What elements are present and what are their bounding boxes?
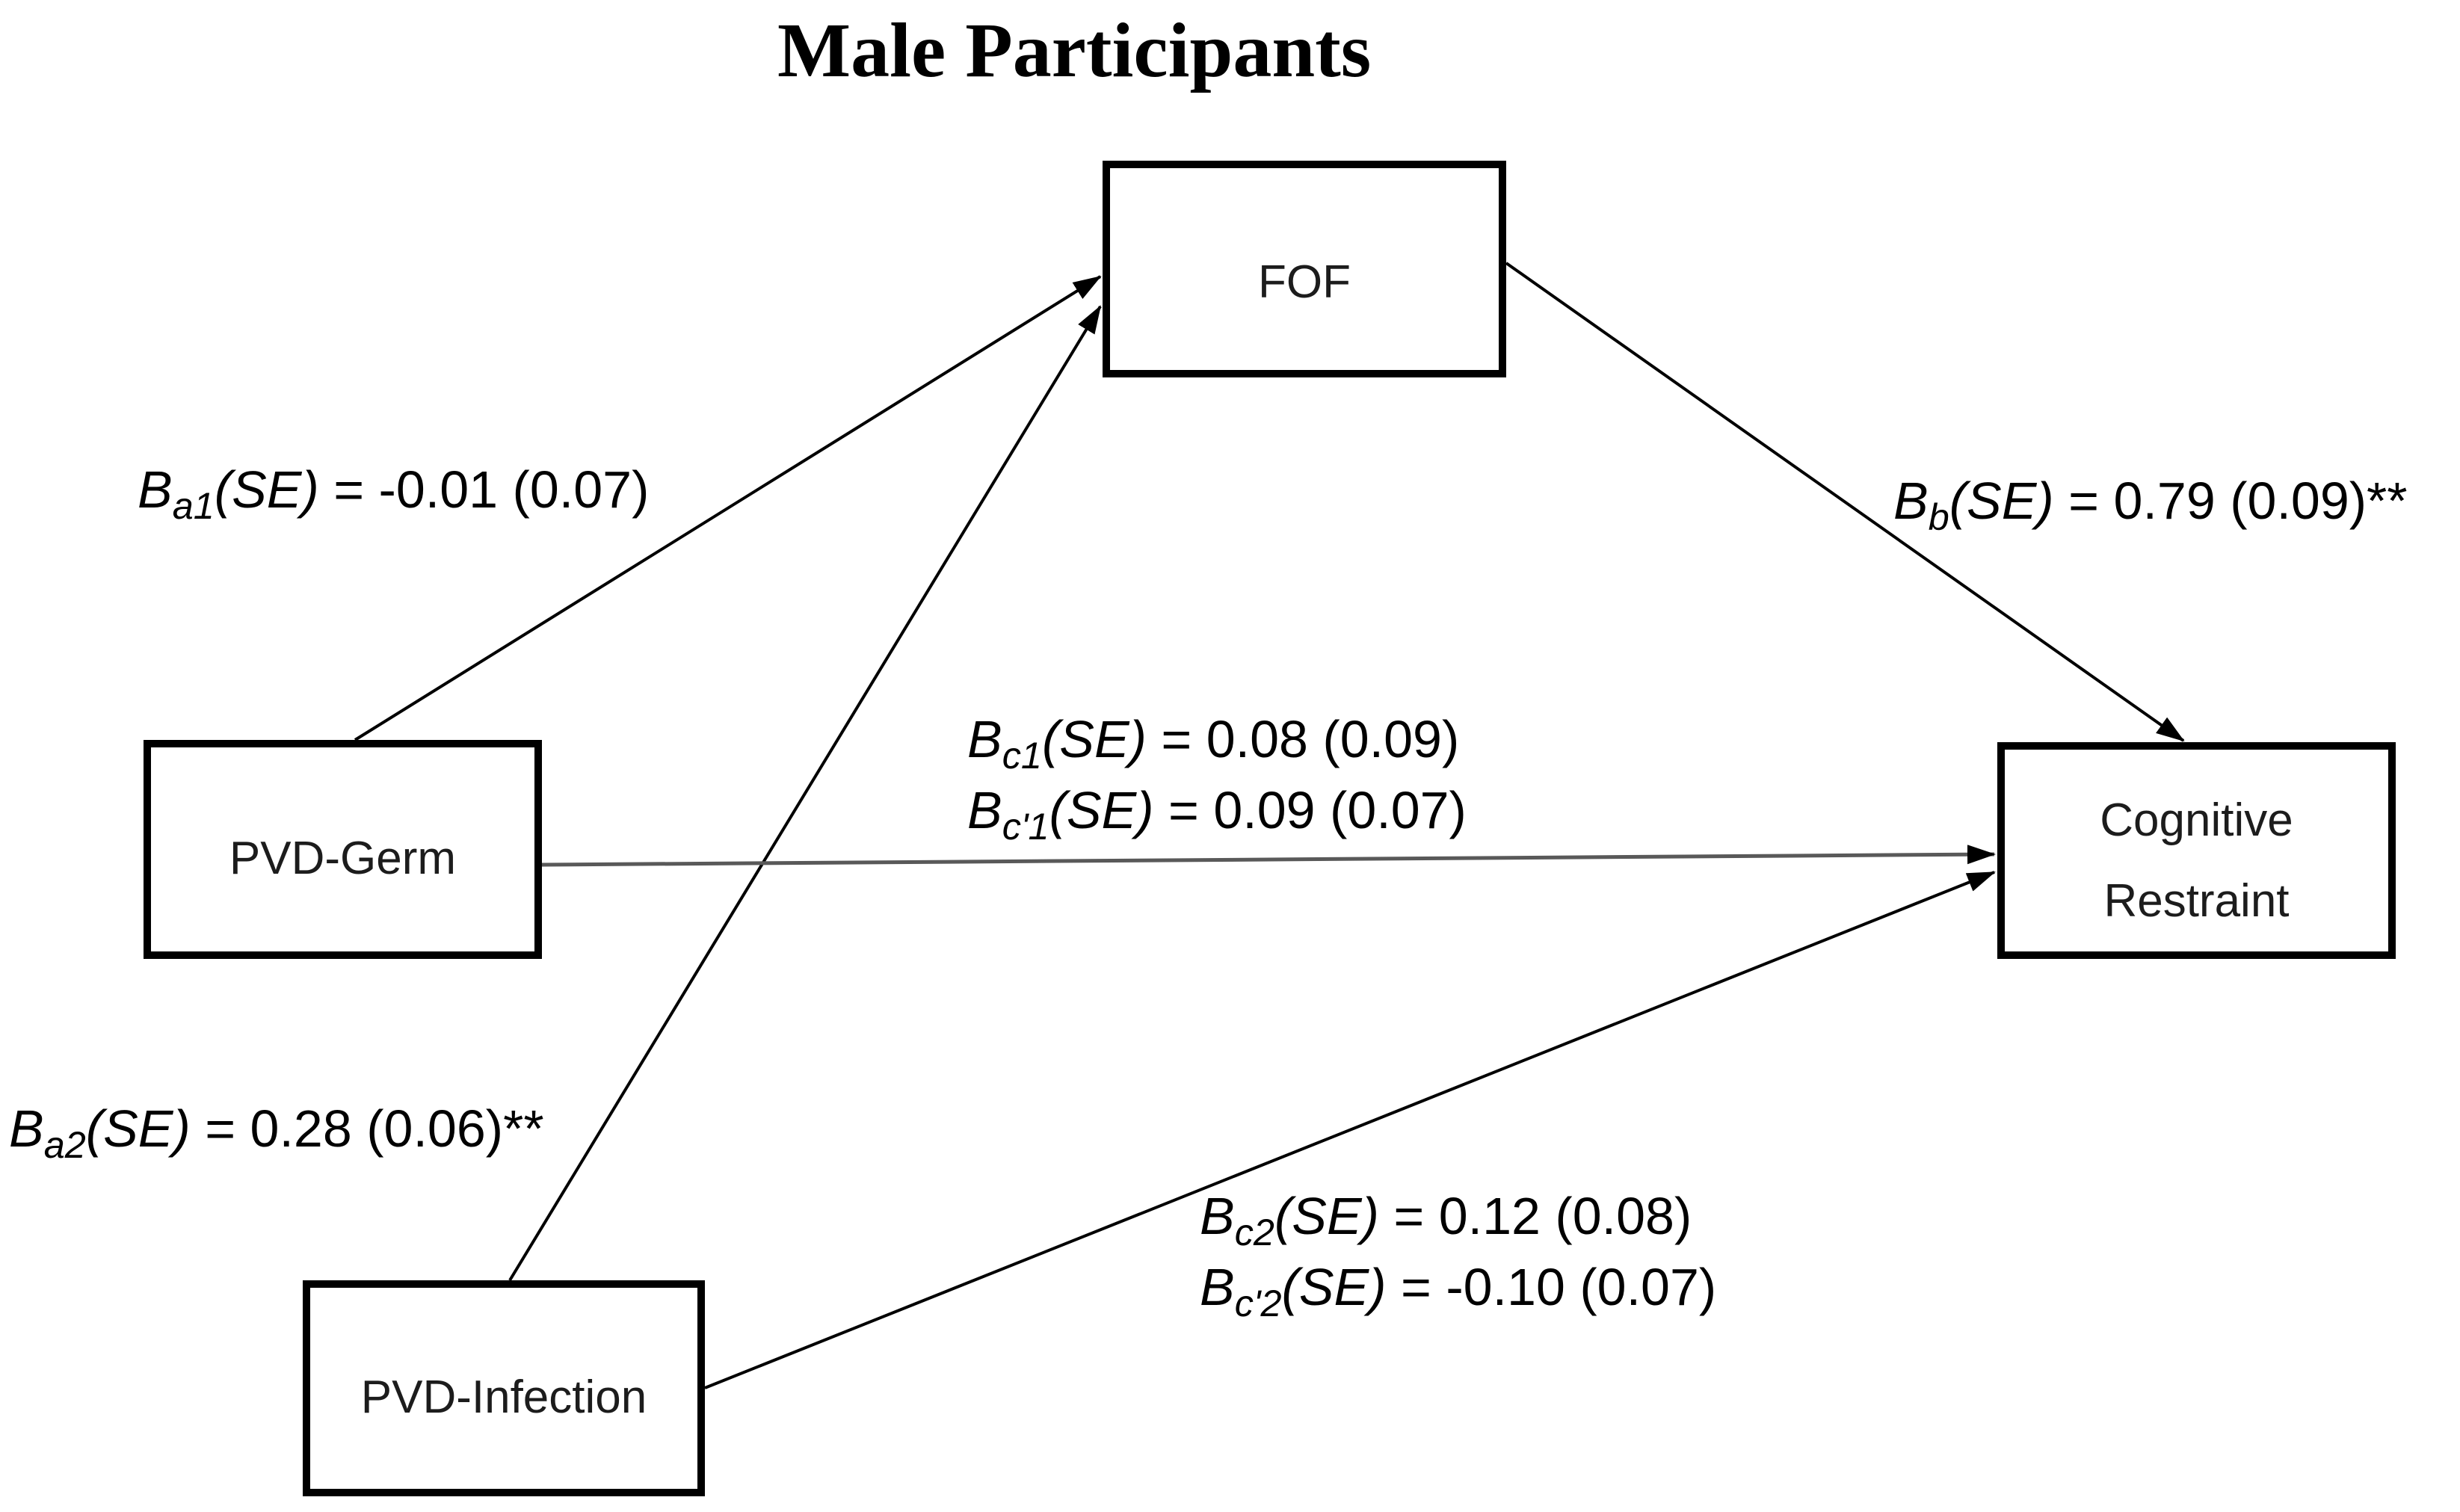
coef-c2p-symbol: Bc'2(SE) xyxy=(1200,1258,1387,1324)
cr-label-line2: Restraint xyxy=(2103,875,2290,927)
path-arrow-a2-infection-to-fof xyxy=(508,305,1102,1282)
coef-a1-symbol: Ba1(SE) xyxy=(138,460,319,527)
coef-c1p-symbol: Bc'1(SE) xyxy=(967,781,1154,848)
coef-label-c2-group: Bc2(SE) = 0.12 (0.08) Bc'2(SE) = -0.10 (… xyxy=(1200,1181,1716,1323)
coef-c1-value: = 0.08 (0.09) xyxy=(1146,710,1460,768)
coef-b-value: = 0.79 (0.09)** xyxy=(2053,472,2408,530)
coef-a2-value: = 0.28 (0.06)** xyxy=(190,1099,544,1158)
coef-label-c1-group: Bc1(SE) = 0.08 (0.09) Bc'1(SE) = 0.09 (0… xyxy=(967,704,1467,846)
coef-c2p-value: = -0.10 (0.07) xyxy=(1386,1258,1717,1316)
path-arrow-c2-infection-to-cr xyxy=(704,871,1996,1389)
path-arrow-b-fof-to-cr xyxy=(1505,262,2185,742)
coef-a2-symbol: Ba2(SE) xyxy=(9,1099,191,1166)
coef-c2-symbol: Bc2(SE) xyxy=(1200,1187,1379,1253)
coef-c1p-value: = 0.09 (0.07) xyxy=(1153,781,1467,839)
node-fof-label: FOF xyxy=(1258,256,1351,309)
node-pvd-germ: PVD-Germ xyxy=(144,740,542,959)
coef-c2-value: = 0.12 (0.08) xyxy=(1378,1187,1692,1245)
path-arrow-c1-germ-to-cr xyxy=(541,845,1996,867)
node-cognitive-restraint: Cognitive Restraint xyxy=(1997,742,2396,959)
coef-label-a2: Ba2(SE) = 0.28 (0.06)** xyxy=(9,1099,544,1166)
node-pvd-infection: PVD-Infection xyxy=(303,1280,705,1496)
figure-title: Male Participants xyxy=(777,7,1372,93)
cr-label-line1: Cognitive xyxy=(2100,794,2293,846)
coef-label-b: Bb(SE) = 0.79 (0.09)** xyxy=(1893,471,2408,538)
coef-label-c1-prime: Bc'1(SE) = 0.09 (0.07) xyxy=(967,775,1467,846)
coef-a1-value: = -0.01 (0.07) xyxy=(318,460,650,519)
coef-label-c2-prime: Bc'2(SE) = -0.10 (0.07) xyxy=(1200,1252,1716,1323)
path-arrow-a1-germ-to-fof xyxy=(354,275,1102,741)
coef-b-symbol: Bb(SE) xyxy=(1893,472,2054,538)
coef-label-a1: Ba1(SE) = -0.01 (0.07) xyxy=(138,460,650,527)
node-pvd-germ-label: PVD-Germ xyxy=(229,832,457,884)
node-fof: FOF xyxy=(1103,161,1506,377)
coef-c1-symbol: Bc1(SE) xyxy=(967,710,1147,777)
node-pvd-infection-label: PVD-Infection xyxy=(360,1371,647,1423)
coef-label-c2: Bc2(SE) = 0.12 (0.08) xyxy=(1200,1181,1716,1252)
node-cognitive-restraint-label: Cognitive Restraint xyxy=(2100,780,2293,942)
coef-label-c1: Bc1(SE) = 0.08 (0.09) xyxy=(967,704,1467,775)
